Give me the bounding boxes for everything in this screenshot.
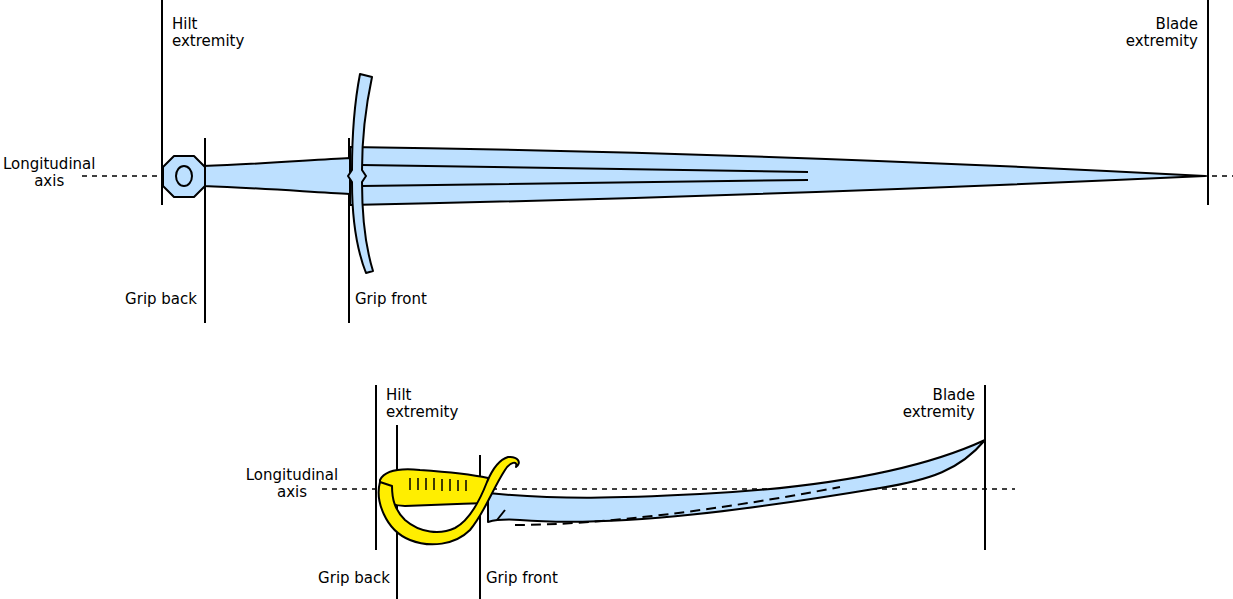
part-label: Blade extremity bbox=[1126, 16, 1198, 49]
axis-label: Longitudinal axis bbox=[246, 467, 338, 500]
saber bbox=[379, 440, 985, 544]
part-label: Grip back bbox=[318, 570, 390, 587]
part-label: Grip front bbox=[355, 291, 427, 308]
longsword bbox=[163, 74, 1205, 273]
reference-lines bbox=[162, 0, 1208, 599]
part-label: Blade extremity bbox=[903, 387, 975, 420]
axis-lines bbox=[82, 176, 1233, 489]
part-label: Grip front bbox=[486, 570, 558, 587]
axis-label: Longitudinal axis bbox=[3, 156, 95, 189]
part-label: Hilt extremity bbox=[172, 16, 244, 49]
grip-ridges bbox=[410, 478, 466, 491]
part-label: Hilt extremity bbox=[386, 387, 458, 420]
part-label: Grip back bbox=[125, 291, 197, 308]
